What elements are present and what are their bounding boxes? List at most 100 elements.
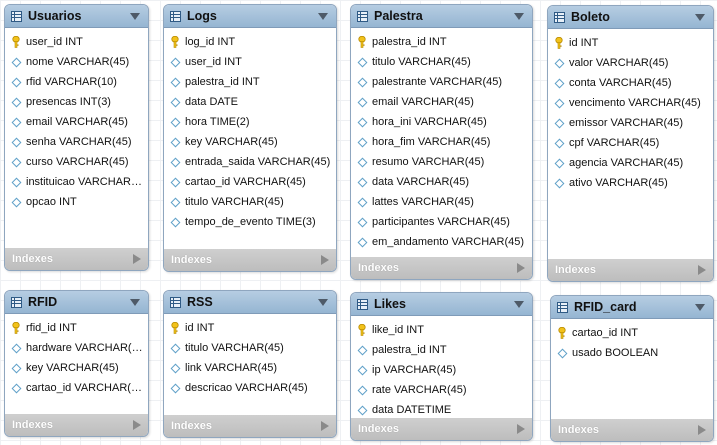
collapse-arrow-icon[interactable] bbox=[514, 300, 524, 308]
column-item[interactable]: palestra_id INT bbox=[164, 72, 336, 92]
table-header[interactable]: RSS bbox=[164, 291, 336, 314]
primary-key-column[interactable]: id INT bbox=[548, 33, 713, 53]
column-item[interactable]: vencimento VARCHAR(45) bbox=[548, 93, 713, 113]
column-item[interactable]: tempo_de_evento TIME(3) bbox=[164, 212, 336, 232]
column-item[interactable]: usado BOOLEAN bbox=[551, 343, 713, 363]
column-item[interactable]: conta VARCHAR(45) bbox=[548, 73, 713, 93]
primary-key-column[interactable]: palestra_id INT bbox=[351, 32, 532, 52]
column-item[interactable]: senha VARCHAR(45) bbox=[5, 132, 148, 152]
column-item[interactable]: instituicao VARCHAR(… bbox=[5, 172, 148, 192]
column-label: entrada_saida VARCHAR(45) bbox=[185, 156, 331, 168]
table-boleto[interactable]: Boleto id INT valor VARCHAR(45) conta VARCH… bbox=[547, 5, 714, 282]
primary-key-column[interactable]: like_id INT bbox=[351, 320, 532, 340]
column-item[interactable]: titulo VARCHAR(45) bbox=[164, 338, 336, 358]
indexes-section[interactable]: Indexes bbox=[164, 415, 336, 437]
column-item[interactable]: palestra_id INT bbox=[351, 340, 532, 360]
column-diamond-icon bbox=[167, 137, 183, 147]
expand-arrow-icon[interactable] bbox=[698, 265, 706, 275]
column-item[interactable]: link VARCHAR(45) bbox=[164, 358, 336, 378]
column-item[interactable]: resumo VARCHAR(45) bbox=[351, 152, 532, 172]
collapse-arrow-icon[interactable] bbox=[318, 12, 328, 20]
column-item[interactable]: cartao_id VARCHAR(45) bbox=[164, 172, 336, 192]
table-header[interactable]: Usuarios bbox=[5, 5, 148, 28]
column-item[interactable]: data DATE bbox=[164, 92, 336, 112]
column-label: opcao INT bbox=[26, 196, 77, 208]
column-diamond-icon bbox=[167, 157, 183, 167]
column-item[interactable]: hora_ini VARCHAR(45) bbox=[351, 112, 532, 132]
column-item[interactable]: titulo VARCHAR(45) bbox=[351, 52, 532, 72]
indexes-section[interactable]: Indexes bbox=[548, 259, 713, 281]
column-item[interactable]: cpf VARCHAR(45) bbox=[548, 133, 713, 153]
column-item[interactable]: hardware VARCHAR(45) bbox=[5, 338, 148, 358]
column-item[interactable]: titulo VARCHAR(45) bbox=[164, 192, 336, 212]
column-item[interactable]: agencia VARCHAR(45) bbox=[548, 153, 713, 173]
column-item[interactable]: emissor VARCHAR(45) bbox=[548, 113, 713, 133]
indexes-section[interactable]: Indexes bbox=[5, 248, 148, 270]
indexes-section[interactable]: Indexes bbox=[164, 249, 336, 271]
primary-key-column[interactable]: log_id INT bbox=[164, 32, 336, 52]
column-item[interactable]: cartao_id VARCHAR(45) bbox=[5, 378, 148, 398]
collapse-arrow-icon[interactable] bbox=[695, 303, 705, 311]
column-label: valor VARCHAR(45) bbox=[569, 57, 669, 69]
primary-key-column[interactable]: user_id INT bbox=[5, 32, 148, 52]
expand-arrow-icon[interactable] bbox=[321, 421, 329, 431]
indexes-section[interactable]: Indexes bbox=[351, 418, 532, 440]
table-header[interactable]: Likes bbox=[351, 293, 532, 316]
column-item[interactable]: em_andamento VARCHAR(45) bbox=[351, 232, 532, 252]
expand-arrow-icon[interactable] bbox=[321, 255, 329, 265]
expand-arrow-icon[interactable] bbox=[517, 263, 525, 273]
collapse-arrow-icon[interactable] bbox=[514, 12, 524, 20]
column-item[interactable]: data VARCHAR(45) bbox=[351, 172, 532, 192]
column-item[interactable]: ativo VARCHAR(45) bbox=[548, 173, 713, 193]
collapse-arrow-icon[interactable] bbox=[130, 298, 140, 306]
expand-arrow-icon[interactable] bbox=[698, 425, 706, 435]
column-item[interactable]: data DATETIME bbox=[351, 400, 532, 420]
column-item[interactable]: lattes VARCHAR(45) bbox=[351, 192, 532, 212]
primary-key-column[interactable]: rfid_id INT bbox=[5, 318, 148, 338]
collapse-arrow-icon[interactable] bbox=[318, 298, 328, 306]
primary-key-column[interactable]: id INT bbox=[164, 318, 336, 338]
expand-arrow-icon[interactable] bbox=[133, 254, 141, 264]
column-item[interactable]: key VARCHAR(45) bbox=[5, 358, 148, 378]
column-item[interactable]: user_id INT bbox=[164, 52, 336, 72]
column-item[interactable]: presencas INT(3) bbox=[5, 92, 148, 112]
collapse-arrow-icon[interactable] bbox=[695, 13, 705, 21]
column-item[interactable]: palestrante VARCHAR(45) bbox=[351, 72, 532, 92]
column-item[interactable]: valor VARCHAR(45) bbox=[548, 53, 713, 73]
indexes-section[interactable]: Indexes bbox=[351, 257, 532, 279]
column-item[interactable]: curso VARCHAR(45) bbox=[5, 152, 148, 172]
primary-key-column[interactable]: cartao_id INT bbox=[551, 323, 713, 343]
column-item[interactable]: rfid VARCHAR(10) bbox=[5, 72, 148, 92]
column-item[interactable]: email VARCHAR(45) bbox=[5, 112, 148, 132]
expand-arrow-icon[interactable] bbox=[133, 420, 141, 430]
column-item[interactable]: hora TIME(2) bbox=[164, 112, 336, 132]
table-header[interactable]: RFID_card bbox=[551, 296, 713, 319]
column-item[interactable]: nome VARCHAR(45) bbox=[5, 52, 148, 72]
column-item[interactable]: hora_fim VARCHAR(45) bbox=[351, 132, 532, 152]
expand-arrow-icon[interactable] bbox=[517, 424, 525, 434]
column-item[interactable]: participantes VARCHAR(45) bbox=[351, 212, 532, 232]
table-header[interactable]: Logs bbox=[164, 5, 336, 28]
indexes-section[interactable]: Indexes bbox=[551, 419, 713, 441]
column-item[interactable]: key VARCHAR(45) bbox=[164, 132, 336, 152]
column-item[interactable]: entrada_saida VARCHAR(45) bbox=[164, 152, 336, 172]
table-header[interactable]: Palestra bbox=[351, 5, 532, 28]
column-label: emissor VARCHAR(45) bbox=[569, 117, 684, 129]
column-item[interactable]: ip VARCHAR(45) bbox=[351, 360, 532, 380]
table-header[interactable]: RFID bbox=[5, 291, 148, 314]
column-item[interactable]: rate VARCHAR(45) bbox=[351, 380, 532, 400]
table-header[interactable]: Boleto bbox=[548, 6, 713, 29]
indexes-section[interactable]: Indexes bbox=[5, 414, 148, 436]
column-item[interactable]: opcao INT bbox=[5, 192, 148, 212]
column-item[interactable]: email VARCHAR(45) bbox=[351, 92, 532, 112]
column-item[interactable]: descricao VARCHAR(45) bbox=[164, 378, 336, 398]
collapse-arrow-icon[interactable] bbox=[130, 12, 140, 20]
